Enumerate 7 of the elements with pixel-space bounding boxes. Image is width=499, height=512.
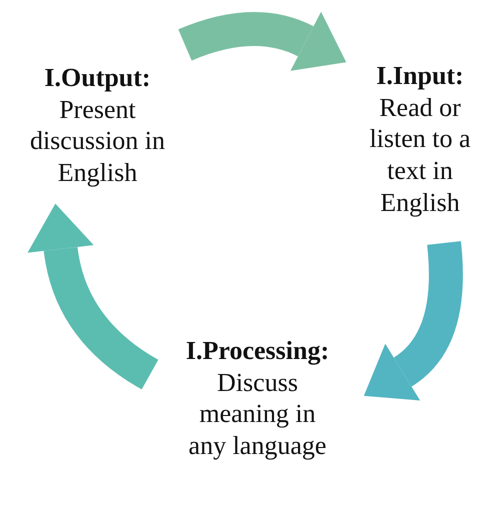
- stage-heading: I.Processing:: [186, 335, 330, 367]
- stage-heading: I.Input:: [376, 60, 464, 92]
- stage-description: Present discussion in English: [28, 94, 166, 189]
- stage-description: Read or listen to a text in English: [368, 92, 472, 219]
- stage-heading: I.Output:: [44, 62, 151, 94]
- curved-arrow: [365, 241, 463, 400]
- stage-description: Discuss meaning in any language: [188, 366, 328, 462]
